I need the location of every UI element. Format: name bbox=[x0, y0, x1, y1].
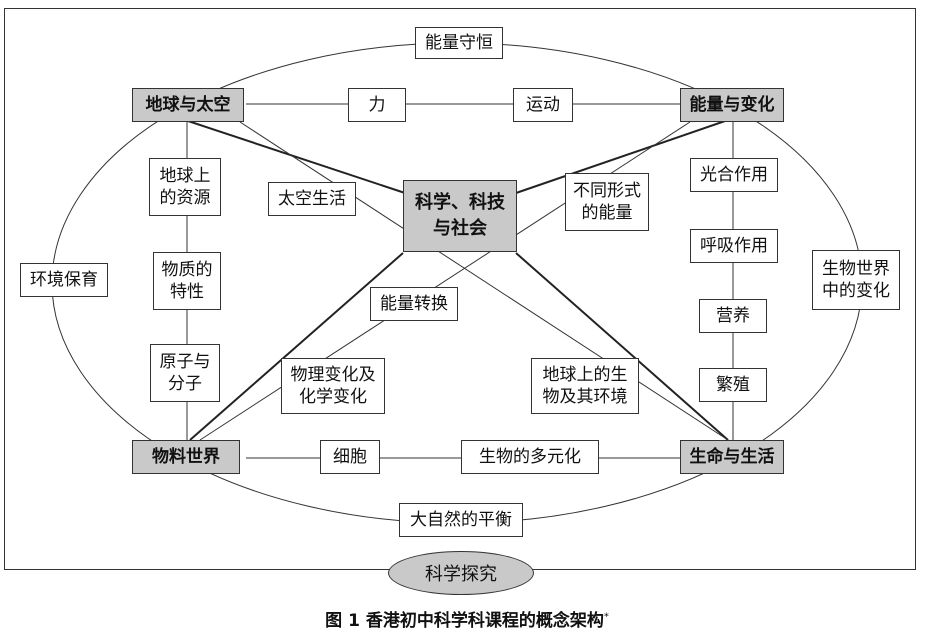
node-matter-world: 物料世界 bbox=[132, 440, 240, 474]
node-different-energy: 不同形式 的能量 bbox=[565, 173, 649, 231]
node-life-living: 生命与生活 bbox=[680, 440, 784, 474]
node-atoms-molecules: 原子与 分子 bbox=[150, 344, 220, 402]
node-matter-properties: 物质的 特性 bbox=[153, 252, 221, 310]
node-energy-change: 能量与变化 bbox=[680, 88, 784, 122]
caption-text: 图 1 香港初中科学科课程的概念架构 bbox=[325, 611, 604, 631]
link-life-center bbox=[515, 252, 729, 441]
node-energy-conversion: 能量转换 bbox=[370, 287, 458, 321]
node-earth-organisms: 地球上的生 物及其环境 bbox=[531, 358, 639, 414]
node-biodiversity: 生物的多元化 bbox=[461, 440, 599, 474]
node-earth-space: 地球与太空 bbox=[132, 88, 244, 122]
node-science-technology-society: 科学、科技 与社会 bbox=[403, 180, 517, 252]
link-earth-center bbox=[184, 119, 406, 194]
caption-footnote-mark: * bbox=[603, 611, 609, 623]
node-phys-chem-change: 物理变化及 化学变化 bbox=[281, 358, 385, 414]
link-energy-center bbox=[515, 119, 729, 194]
node-nature-balance: 大自然的平衡 bbox=[399, 503, 523, 537]
node-respiration: 呼吸作用 bbox=[690, 229, 778, 263]
node-cell: 细胞 bbox=[320, 440, 380, 474]
figure-caption: 图 1 香港初中科学科课程的概念架构* bbox=[0, 606, 934, 631]
node-earth-resources: 地球上 的资源 bbox=[149, 158, 221, 216]
node-force: 力 bbox=[348, 88, 406, 122]
node-photosynthesis: 光合作用 bbox=[690, 158, 778, 192]
node-reproduction: 繁殖 bbox=[699, 368, 767, 402]
node-nutrition: 营养 bbox=[699, 299, 767, 333]
node-environment: 环境保育 bbox=[20, 263, 108, 297]
node-energy-conservation: 能量守恒 bbox=[415, 27, 503, 59]
node-bio-changes: 生物世界 中的变化 bbox=[812, 250, 900, 310]
link-matter-center bbox=[189, 252, 404, 441]
node-motion: 运动 bbox=[513, 88, 573, 122]
scientific-inquiry-ellipse: 科学探究 bbox=[388, 551, 534, 595]
link-earth-space-life bbox=[239, 121, 729, 441]
node-space-life: 太空生活 bbox=[268, 182, 356, 216]
